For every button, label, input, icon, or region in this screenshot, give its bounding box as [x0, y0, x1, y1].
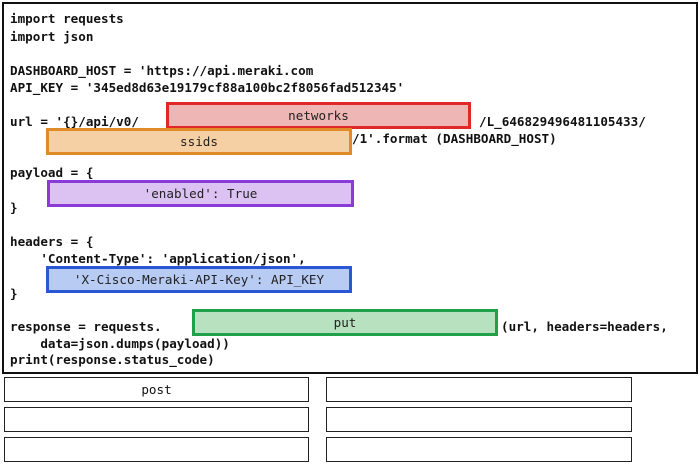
drop-zone-ssids[interactable]: ssids	[46, 128, 352, 155]
code-line-dashboard-host: DASHBOARD_HOST = 'https://api.meraki.com	[10, 63, 314, 78]
code-line-url-format: /1'.format (DASHBOARD_HOST)	[352, 131, 557, 146]
option-post[interactable]: post	[4, 377, 309, 402]
code-line-data: data=json.dumps(payload))	[10, 336, 230, 351]
drop-zone-enabled[interactable]: 'enabled': True	[47, 180, 354, 207]
code-line-print: print(response.status_code)	[10, 352, 215, 367]
code-line-headers-open: headers = {	[10, 234, 94, 249]
code-panel: import requests import json DASHBOARD_HO…	[2, 2, 698, 374]
option-empty[interactable]	[326, 377, 632, 402]
code-line-content-type: 'Content-Type': 'application/json',	[10, 251, 306, 266]
code-line-payload-close: }	[10, 200, 18, 215]
code-line-url-start: url = '{}/api/v0/	[10, 114, 139, 129]
code-line-response-start: response = requests.	[10, 319, 162, 334]
code-line-import-json: import json	[10, 29, 94, 44]
code-line-api-key: API_KEY = '345ed8d63e19179cf88a100bc2f80…	[10, 80, 405, 95]
code-line-url-end: /L_646829496481105433/	[479, 114, 646, 129]
code-line-response-end: (url, headers=headers,	[501, 319, 668, 334]
drop-zone-method[interactable]: put	[192, 309, 498, 336]
code-line-headers-close: }	[10, 286, 18, 301]
option-empty[interactable]	[4, 437, 309, 462]
drop-zone-api-key-header[interactable]: 'X-Cisco-Meraki-API-Key': API_KEY	[46, 266, 352, 293]
option-empty[interactable]	[326, 437, 632, 462]
option-empty[interactable]	[4, 407, 309, 432]
code-line-payload-open: payload = {	[10, 165, 94, 180]
option-empty[interactable]	[326, 407, 632, 432]
code-line-import-requests: import requests	[10, 11, 124, 26]
drop-zone-networks[interactable]: networks	[166, 102, 471, 129]
